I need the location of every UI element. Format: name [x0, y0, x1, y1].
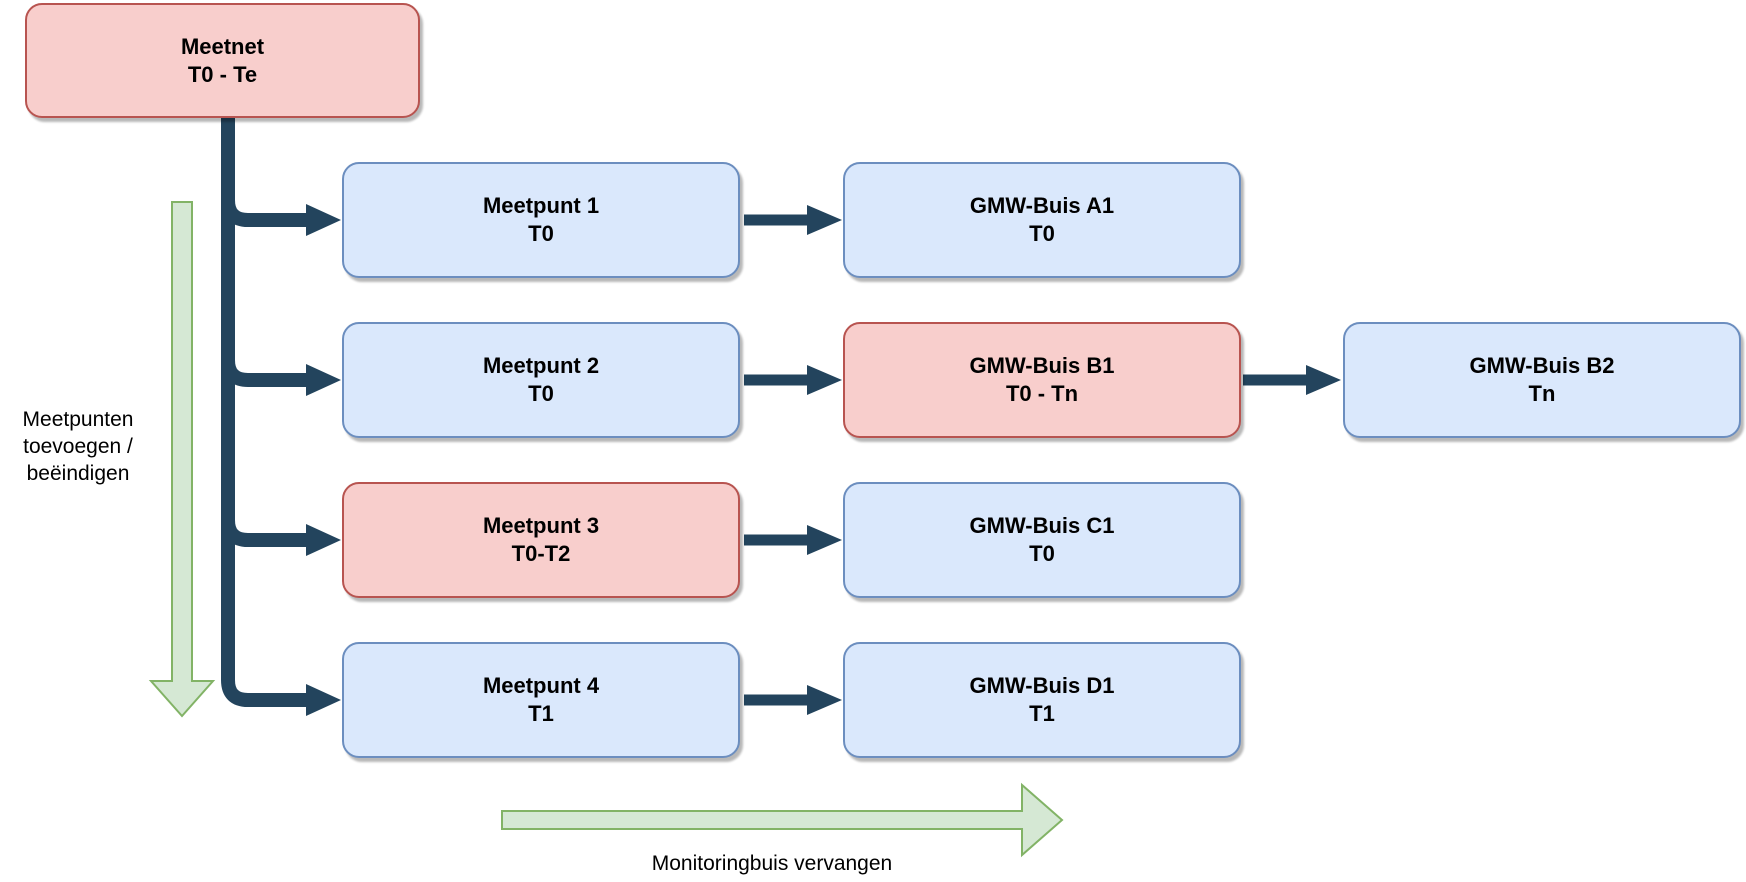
green-down-arrow	[148, 201, 216, 718]
node-title: GMW-Buis D1	[969, 673, 1115, 698]
node-title: GMW-Buis B2	[1469, 353, 1615, 378]
node-period: T0	[1029, 221, 1055, 246]
node-period: T0-T2	[511, 541, 571, 566]
node-meetnet: Meetnet T0 - Te	[25, 3, 420, 118]
arrowhead-icon	[807, 685, 842, 715]
tree-connector	[221, 104, 307, 707]
arrowhead-icon	[1306, 365, 1341, 395]
node-gmw-buis-d1: GMW-Buis D1 T1	[843, 642, 1241, 758]
node-gmw-buis-c1: GMW-Buis C1 T0	[843, 482, 1241, 598]
flow-arrowheads	[807, 205, 1341, 715]
left-arrow-label-line: toevoegen /	[23, 435, 133, 458]
node-title: Meetpunt 2	[482, 353, 600, 378]
node-period: T0	[528, 381, 554, 406]
tree-branch-2	[221, 104, 307, 387]
node-title: GMW-Buis B1	[969, 353, 1115, 378]
left-arrow-label-line: Meetpunten	[22, 408, 134, 431]
flow-arrows	[744, 214, 1307, 706]
node-period: T0 - Tn	[1005, 381, 1079, 406]
bottom-arrow-label: Monitoringbuis vervangen	[651, 852, 893, 875]
tree-branch-1	[221, 104, 307, 227]
node-title: GMW-Buis A1	[969, 193, 1115, 218]
arrowhead-icon	[807, 365, 842, 395]
arrowhead-icon	[807, 525, 842, 555]
arrowhead-icon	[306, 524, 341, 556]
left-arrow-label-line: beëindigen	[26, 462, 130, 485]
node-period: T0	[528, 221, 554, 246]
arrowhead-icon	[807, 205, 842, 235]
node-period: Tn	[1528, 381, 1556, 406]
node-title: Meetpunt 3	[482, 513, 600, 538]
left-arrow-label: Meetpunten toevoegen / beëindigen	[2, 406, 154, 487]
node-title: Meetnet	[180, 33, 265, 59]
node-meetpunt-2: Meetpunt 2 T0	[342, 322, 740, 438]
tree-branch-3	[221, 104, 307, 547]
node-meetpunt-4: Meetpunt 4 T1	[342, 642, 740, 758]
node-title: Meetpunt 1	[482, 193, 600, 218]
node-period: T0 - Te	[187, 61, 258, 87]
node-meetpunt-3: Meetpunt 3 T0-T2	[342, 482, 740, 598]
node-period: T1	[528, 701, 554, 726]
green-right-arrow	[501, 782, 1064, 858]
node-title: Meetpunt 4	[482, 673, 600, 698]
node-gmw-buis-b1: GMW-Buis B1 T0 - Tn	[843, 322, 1241, 438]
node-period: T0	[1029, 541, 1055, 566]
arrowhead-icon	[306, 204, 341, 236]
tree-arrowheads	[306, 204, 341, 716]
node-gmw-buis-a1: GMW-Buis A1 T0	[843, 162, 1241, 278]
tree-branch-4	[221, 104, 307, 707]
node-meetpunt-1: Meetpunt 1 T0	[342, 162, 740, 278]
node-period: T1	[1029, 701, 1055, 726]
arrowhead-icon	[306, 684, 341, 716]
node-title: GMW-Buis C1	[969, 513, 1115, 538]
node-gmw-buis-b2: GMW-Buis B2 Tn	[1343, 322, 1741, 438]
arrowhead-icon	[306, 364, 341, 396]
